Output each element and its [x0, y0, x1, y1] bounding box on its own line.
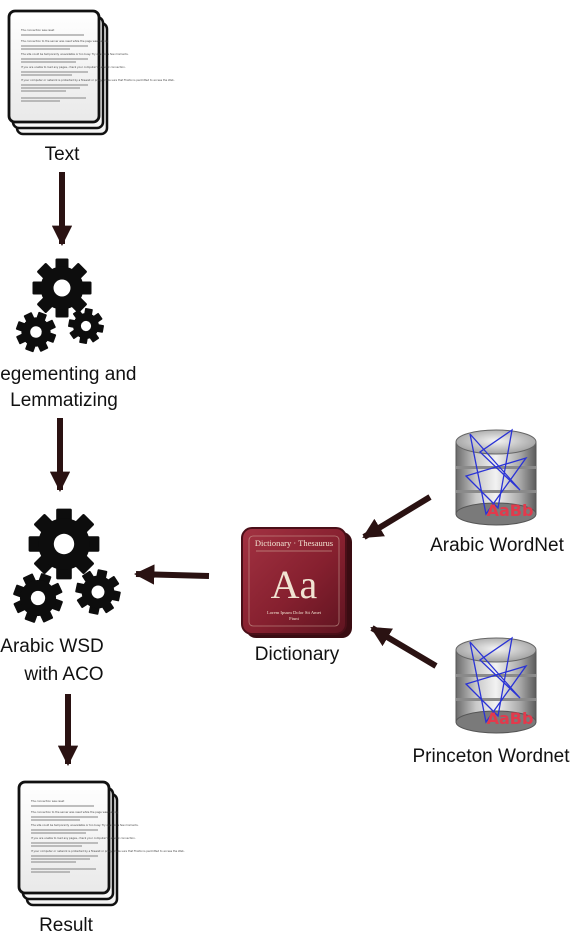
- result-doc-line-4: If you are unable to load any pages, che…: [31, 836, 136, 840]
- dictionary-book-footer-line2: Fiunt: [289, 616, 299, 621]
- segmenting-label-line2: Lemmatizing: [10, 390, 118, 411]
- result-doc-line-5: If your computer or network is protected…: [31, 849, 185, 853]
- princeton-wordnet-db-tag: AaBb: [487, 709, 534, 728]
- wsd-label-line1: Arabic WSD: [0, 636, 103, 657]
- result-document-lines: The connection was reset The connection …: [31, 799, 185, 853]
- result-doc-line-3: The site could be temporarily unavailabl…: [31, 823, 139, 827]
- princeton-wordnet-label: Princeton Wordnet: [412, 746, 570, 767]
- arrow-dictionary-to-wsd: [133, 564, 210, 585]
- text-document-lines: The connection was reset The connection …: [21, 28, 175, 82]
- princeton-wordnet-database-icon: AaBb: [455, 636, 537, 734]
- wsd-label-line2: with ACO: [23, 664, 103, 685]
- dictionary-book-footer-line1: Lorem Ipsum Dolor Sit Amet: [267, 610, 322, 615]
- result-doc-line-2: The connection to the server was reset w…: [31, 810, 119, 814]
- arabic-wordnet-db-tag: AaBb: [487, 501, 534, 520]
- text-node-label: Text: [45, 144, 81, 165]
- result-document-rules: [31, 805, 98, 873]
- dictionary-book-icon: Dictionary · Thesaurus Aa Lorem Ipsum Do…: [241, 527, 352, 638]
- text-doc-line-2: The connection to the server was reset w…: [21, 39, 109, 43]
- text-doc-line-1: The connection was reset: [21, 28, 54, 32]
- arabic-wordnet-database-icon: AaBb: [455, 428, 537, 526]
- princeton-wordnet-links: [464, 636, 528, 724]
- dictionary-book-glyph: Aa: [271, 562, 318, 607]
- arabic-wordnet-links: [464, 428, 528, 516]
- text-doc-line-4: If you are unable to load any pages, che…: [21, 65, 126, 69]
- arrow-princeton-wordnet-to-dictionary: [370, 625, 438, 669]
- text-document-icon: The connection was reset The connection …: [7, 9, 175, 136]
- arabic-wordnet-label: Arabic WordNet: [430, 535, 564, 556]
- text-doc-line-3: The site could be temporarily unavailabl…: [21, 52, 129, 56]
- wsd-gears-icon: [6, 508, 125, 630]
- result-node-label: Result: [39, 915, 94, 934]
- text-doc-line-5: If your computer or network is protected…: [21, 78, 175, 82]
- segmenting-label-line1: Segementing and: [0, 364, 136, 385]
- arrow-arabic-wordnet-to-dictionary: [362, 494, 432, 540]
- dictionary-label: Dictionary: [255, 644, 340, 665]
- result-doc-line-1: The connection was reset: [31, 799, 64, 803]
- segmenting-gears-icon: [10, 258, 107, 358]
- result-document-icon: The connection was reset The connection …: [17, 780, 185, 907]
- dictionary-book-header: Dictionary · Thesaurus: [255, 538, 333, 548]
- text-document-rules: [21, 34, 88, 102]
